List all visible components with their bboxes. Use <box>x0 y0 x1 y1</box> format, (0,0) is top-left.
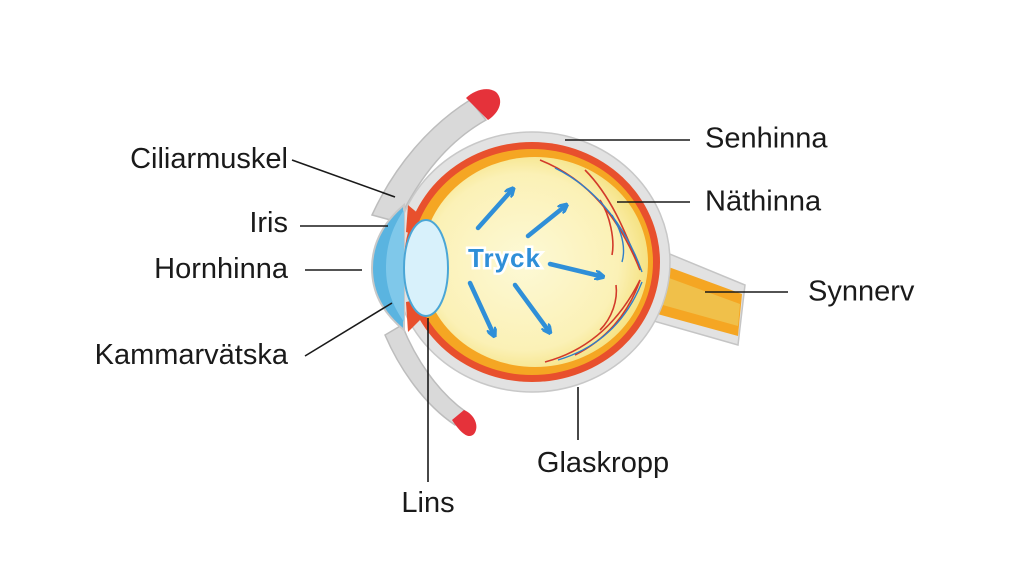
arrow-down-right <box>512 282 548 330</box>
label-kammarvatska: Kammarvätska <box>95 339 289 371</box>
label-hornhinna: Hornhinna <box>154 253 289 285</box>
pressure-arrows <box>467 191 600 333</box>
aqueous-humor <box>386 210 404 322</box>
leader-lines <box>291 139 788 482</box>
eyeball <box>393 131 671 393</box>
arrow-up-right <box>525 207 564 239</box>
arrow-right <box>547 261 600 276</box>
arrow-down-left <box>467 280 493 333</box>
lens <box>403 219 449 317</box>
label-iris: Iris <box>249 207 288 239</box>
leader-ciliarmuskel <box>291 159 396 198</box>
leader-kammarvatska <box>304 302 393 357</box>
retinal-veins <box>554 167 643 361</box>
tryck-label: Tryck <box>468 243 541 273</box>
arrow-up-left <box>475 191 511 231</box>
anterior-segment <box>370 202 449 333</box>
label-ciliarmuskel: Ciliarmuskel <box>130 143 288 175</box>
label-synnerv: Synnerv <box>808 276 915 308</box>
vitreous-body <box>422 157 648 367</box>
upper-eye-muscle <box>370 89 501 223</box>
label-glaskropp: Glaskropp <box>537 447 669 479</box>
label-senhinna: Senhinna <box>705 123 828 155</box>
optic-nerve <box>649 248 746 346</box>
label-nathinna: Näthinna <box>705 186 822 218</box>
label-lins: Lins <box>401 487 454 519</box>
lower-eye-muscle <box>384 323 477 437</box>
